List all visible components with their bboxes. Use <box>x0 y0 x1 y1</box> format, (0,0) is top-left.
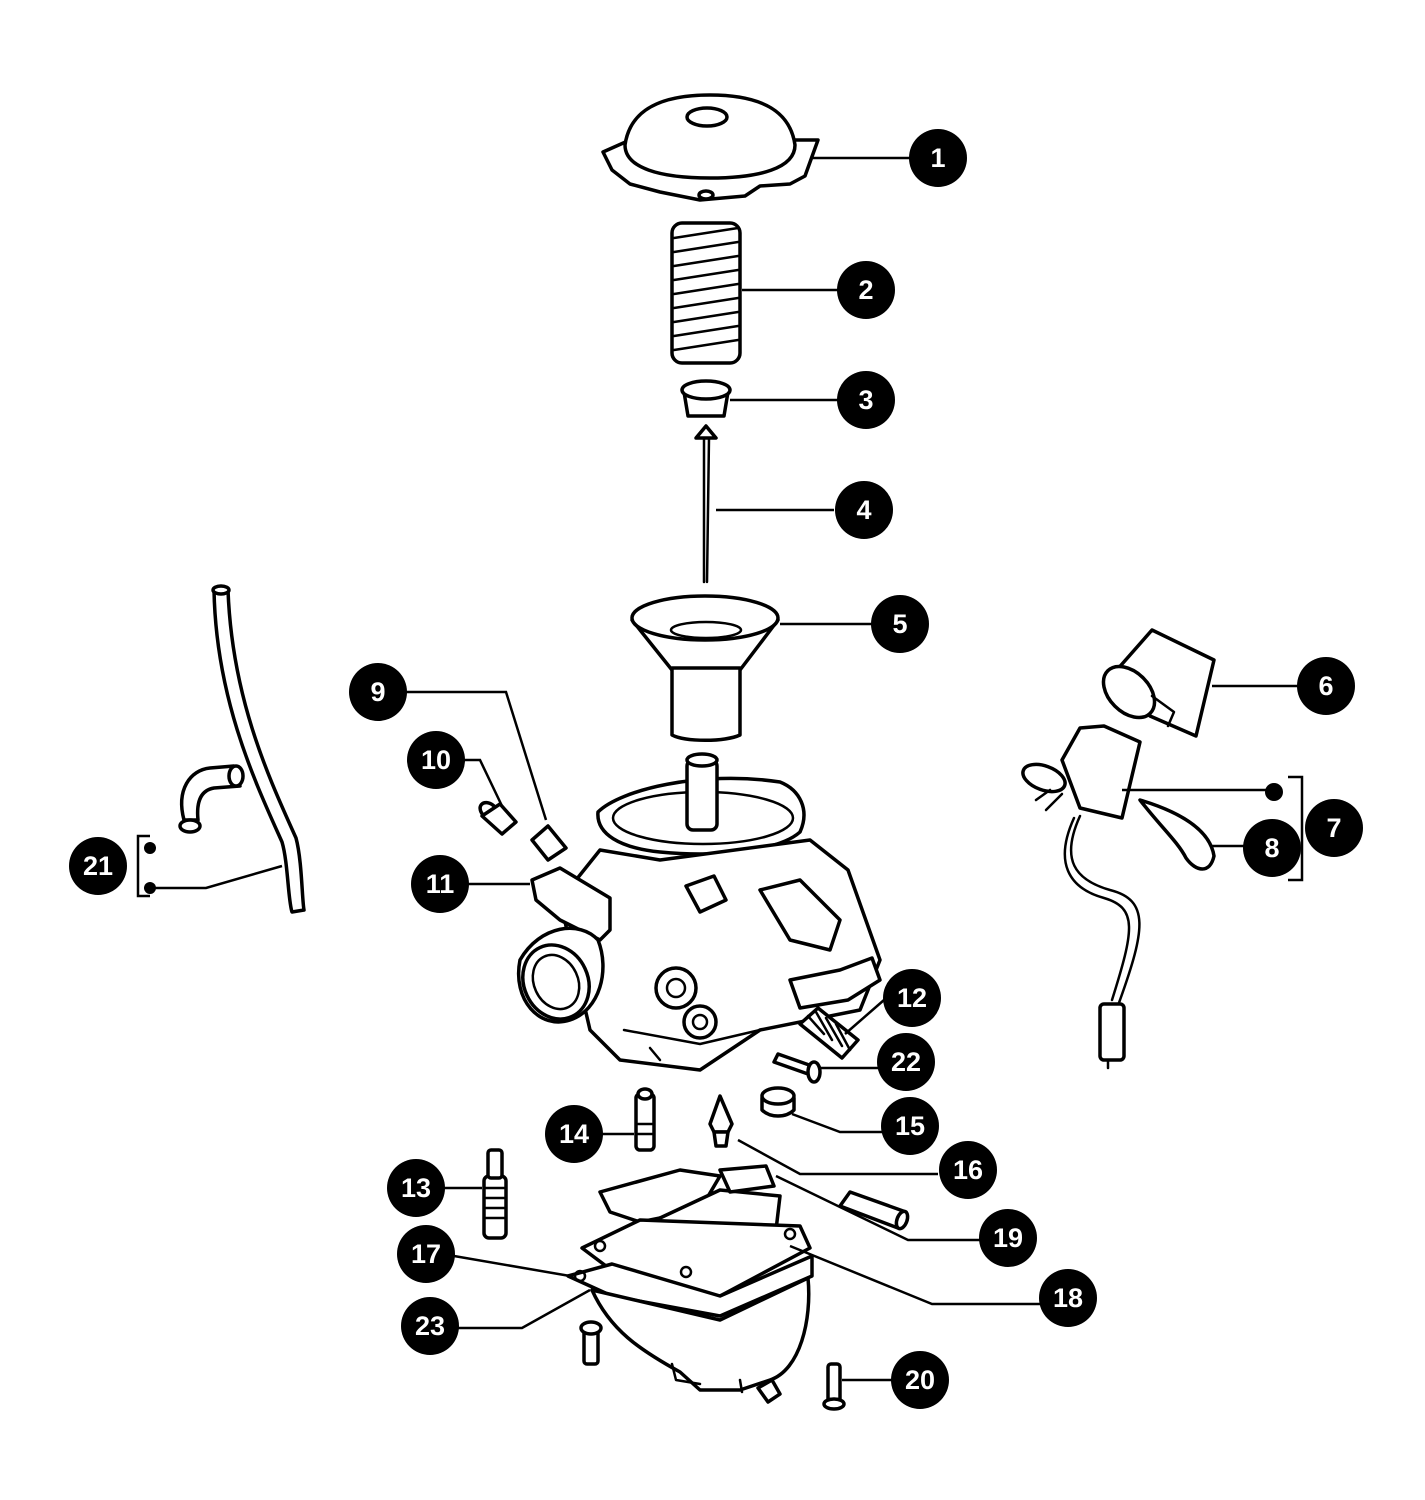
svg-text:18: 18 <box>1053 1283 1083 1313</box>
svg-text:16: 16 <box>953 1155 983 1185</box>
part-bolt-drain <box>756 1378 782 1404</box>
part-16-float-needle <box>708 1094 734 1148</box>
svg-text:7: 7 <box>1326 813 1341 843</box>
part-12-spring <box>798 1006 860 1060</box>
svg-text:10: 10 <box>421 745 451 775</box>
svg-text:11: 11 <box>426 869 455 899</box>
part-5-slide <box>630 594 780 742</box>
part-9-pilot-screw <box>530 824 568 862</box>
svg-text:9: 9 <box>370 677 385 707</box>
callout-11: 11 <box>411 855 469 913</box>
part-2-spring <box>670 221 742 365</box>
svg-text:3: 3 <box>858 385 873 415</box>
callout-21: 21 <box>69 837 127 895</box>
svg-text:20: 20 <box>905 1365 935 1395</box>
callout-2: 2 <box>837 261 895 319</box>
callout-12: 12 <box>883 969 941 1027</box>
svg-text:1: 1 <box>930 143 945 173</box>
callout-1: 1 <box>909 129 967 187</box>
part-23-float-bowl <box>590 1276 811 1394</box>
svg-text:19: 19 <box>993 1223 1023 1253</box>
part-20-bolt <box>822 1362 846 1411</box>
part-7-choke-plunger <box>1021 724 1142 1070</box>
part-22-idle-screw <box>772 1052 822 1084</box>
svg-text:2: 2 <box>858 275 873 305</box>
svg-text:15: 15 <box>895 1111 925 1141</box>
svg-text:21: 21 <box>83 851 113 881</box>
part-1-top-cover <box>601 93 820 202</box>
callout-10: 10 <box>407 731 465 789</box>
part-4-needle <box>694 424 718 584</box>
callout-5: 5 <box>871 595 929 653</box>
part-3-retainer <box>680 379 732 418</box>
svg-text:6: 6 <box>1318 671 1333 701</box>
part-14-jet <box>634 1087 656 1152</box>
callout-23: 23 <box>401 1297 459 1355</box>
svg-text:13: 13 <box>401 1173 431 1203</box>
callout-16: 16 <box>939 1141 997 1199</box>
part-10-screw <box>478 800 518 836</box>
callout-8: 8 <box>1243 819 1301 877</box>
svg-text:22: 22 <box>891 1047 921 1077</box>
callout-15: 15 <box>881 1097 939 1155</box>
callout-14: 14 <box>545 1105 603 1163</box>
callout-4: 4 <box>835 481 893 539</box>
svg-text:17: 17 <box>411 1239 441 1269</box>
part-21-hoses <box>178 584 306 914</box>
callout-13: 13 <box>387 1159 445 1217</box>
leader-lines <box>150 156 1302 1382</box>
bracket-dot-7 <box>1265 783 1283 801</box>
svg-text:23: 23 <box>415 1311 445 1341</box>
callout-19: 19 <box>979 1209 1037 1267</box>
bracket-dot-21a <box>144 842 156 854</box>
svg-text:4: 4 <box>856 495 871 525</box>
part-19-float-pin <box>838 1190 910 1231</box>
callout-3: 3 <box>837 371 895 429</box>
callout-17: 17 <box>397 1225 455 1283</box>
part-15-plug <box>760 1086 796 1118</box>
part-13-main-jet <box>482 1148 508 1240</box>
callout-7: 7 <box>1305 799 1363 857</box>
carburetor-body <box>516 752 882 1072</box>
part-6-cap <box>1101 628 1216 738</box>
svg-text:8: 8 <box>1264 833 1279 863</box>
part-8-clip <box>1138 798 1216 871</box>
svg-text:5: 5 <box>892 609 907 639</box>
callout-22: 22 <box>877 1033 935 1091</box>
part-bolt-left <box>579 1320 603 1366</box>
bracket-21 <box>136 834 150 898</box>
callout-18: 18 <box>1039 1269 1097 1327</box>
callout-9: 9 <box>349 663 407 721</box>
svg-text:12: 12 <box>897 983 927 1013</box>
callout-20: 20 <box>891 1351 949 1409</box>
svg-text:14: 14 <box>559 1119 589 1149</box>
callout-6: 6 <box>1297 657 1355 715</box>
bracket-7-8 <box>1288 775 1304 882</box>
